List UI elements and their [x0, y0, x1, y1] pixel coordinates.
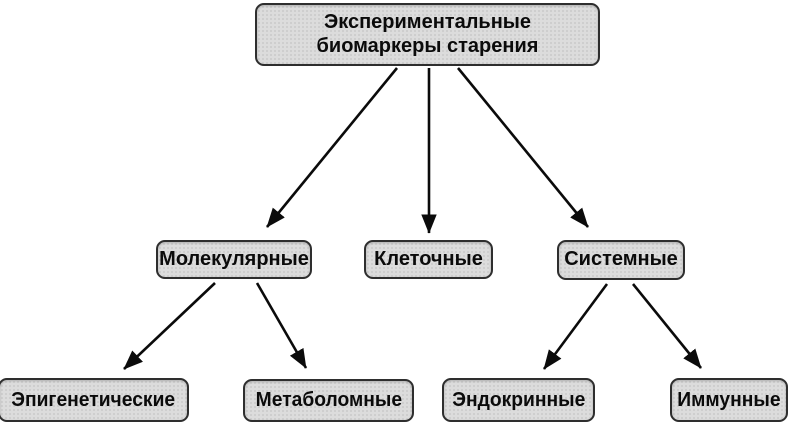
node-endocrine: Эндокринные: [442, 378, 595, 422]
edge-molecular-to-epigenetic: [123, 282, 216, 370]
node-metabolomic-label: Метаболомные: [255, 388, 402, 412]
node-systemic: Системные: [557, 240, 685, 280]
edge-root-to-molecular: [265, 67, 399, 228]
edge-systemic-to-immune: [631, 283, 703, 369]
node-endocrine-label: Эндокринные: [451, 387, 586, 411]
node-immune: Иммунные: [670, 378, 788, 422]
node-metabolomic: Метаболомные: [243, 379, 414, 422]
node-cellular-label: Клеточные: [374, 247, 483, 270]
node-immune-label: Иммунные: [677, 387, 781, 411]
node-molecular: Молекулярные: [156, 240, 312, 279]
node-root-label: Экспериментальные биомаркеры старения: [316, 10, 539, 57]
edge-molecular-to-metabolomic: [255, 282, 308, 369]
edge-systemic-to-endocrine: [542, 283, 609, 370]
node-epigenetic-label: Эпигенетические: [11, 387, 176, 411]
edge-root-to-systemic: [456, 67, 590, 228]
node-molecular-label: Молекулярные: [159, 247, 309, 270]
node-root-experimental-biomarkers: Экспериментальные биомаркеры старения: [255, 3, 600, 66]
node-cellular: Клеточные: [364, 240, 493, 279]
node-systemic-label: Системные: [564, 248, 678, 271]
node-epigenetic: Эпигенетические: [0, 378, 189, 422]
